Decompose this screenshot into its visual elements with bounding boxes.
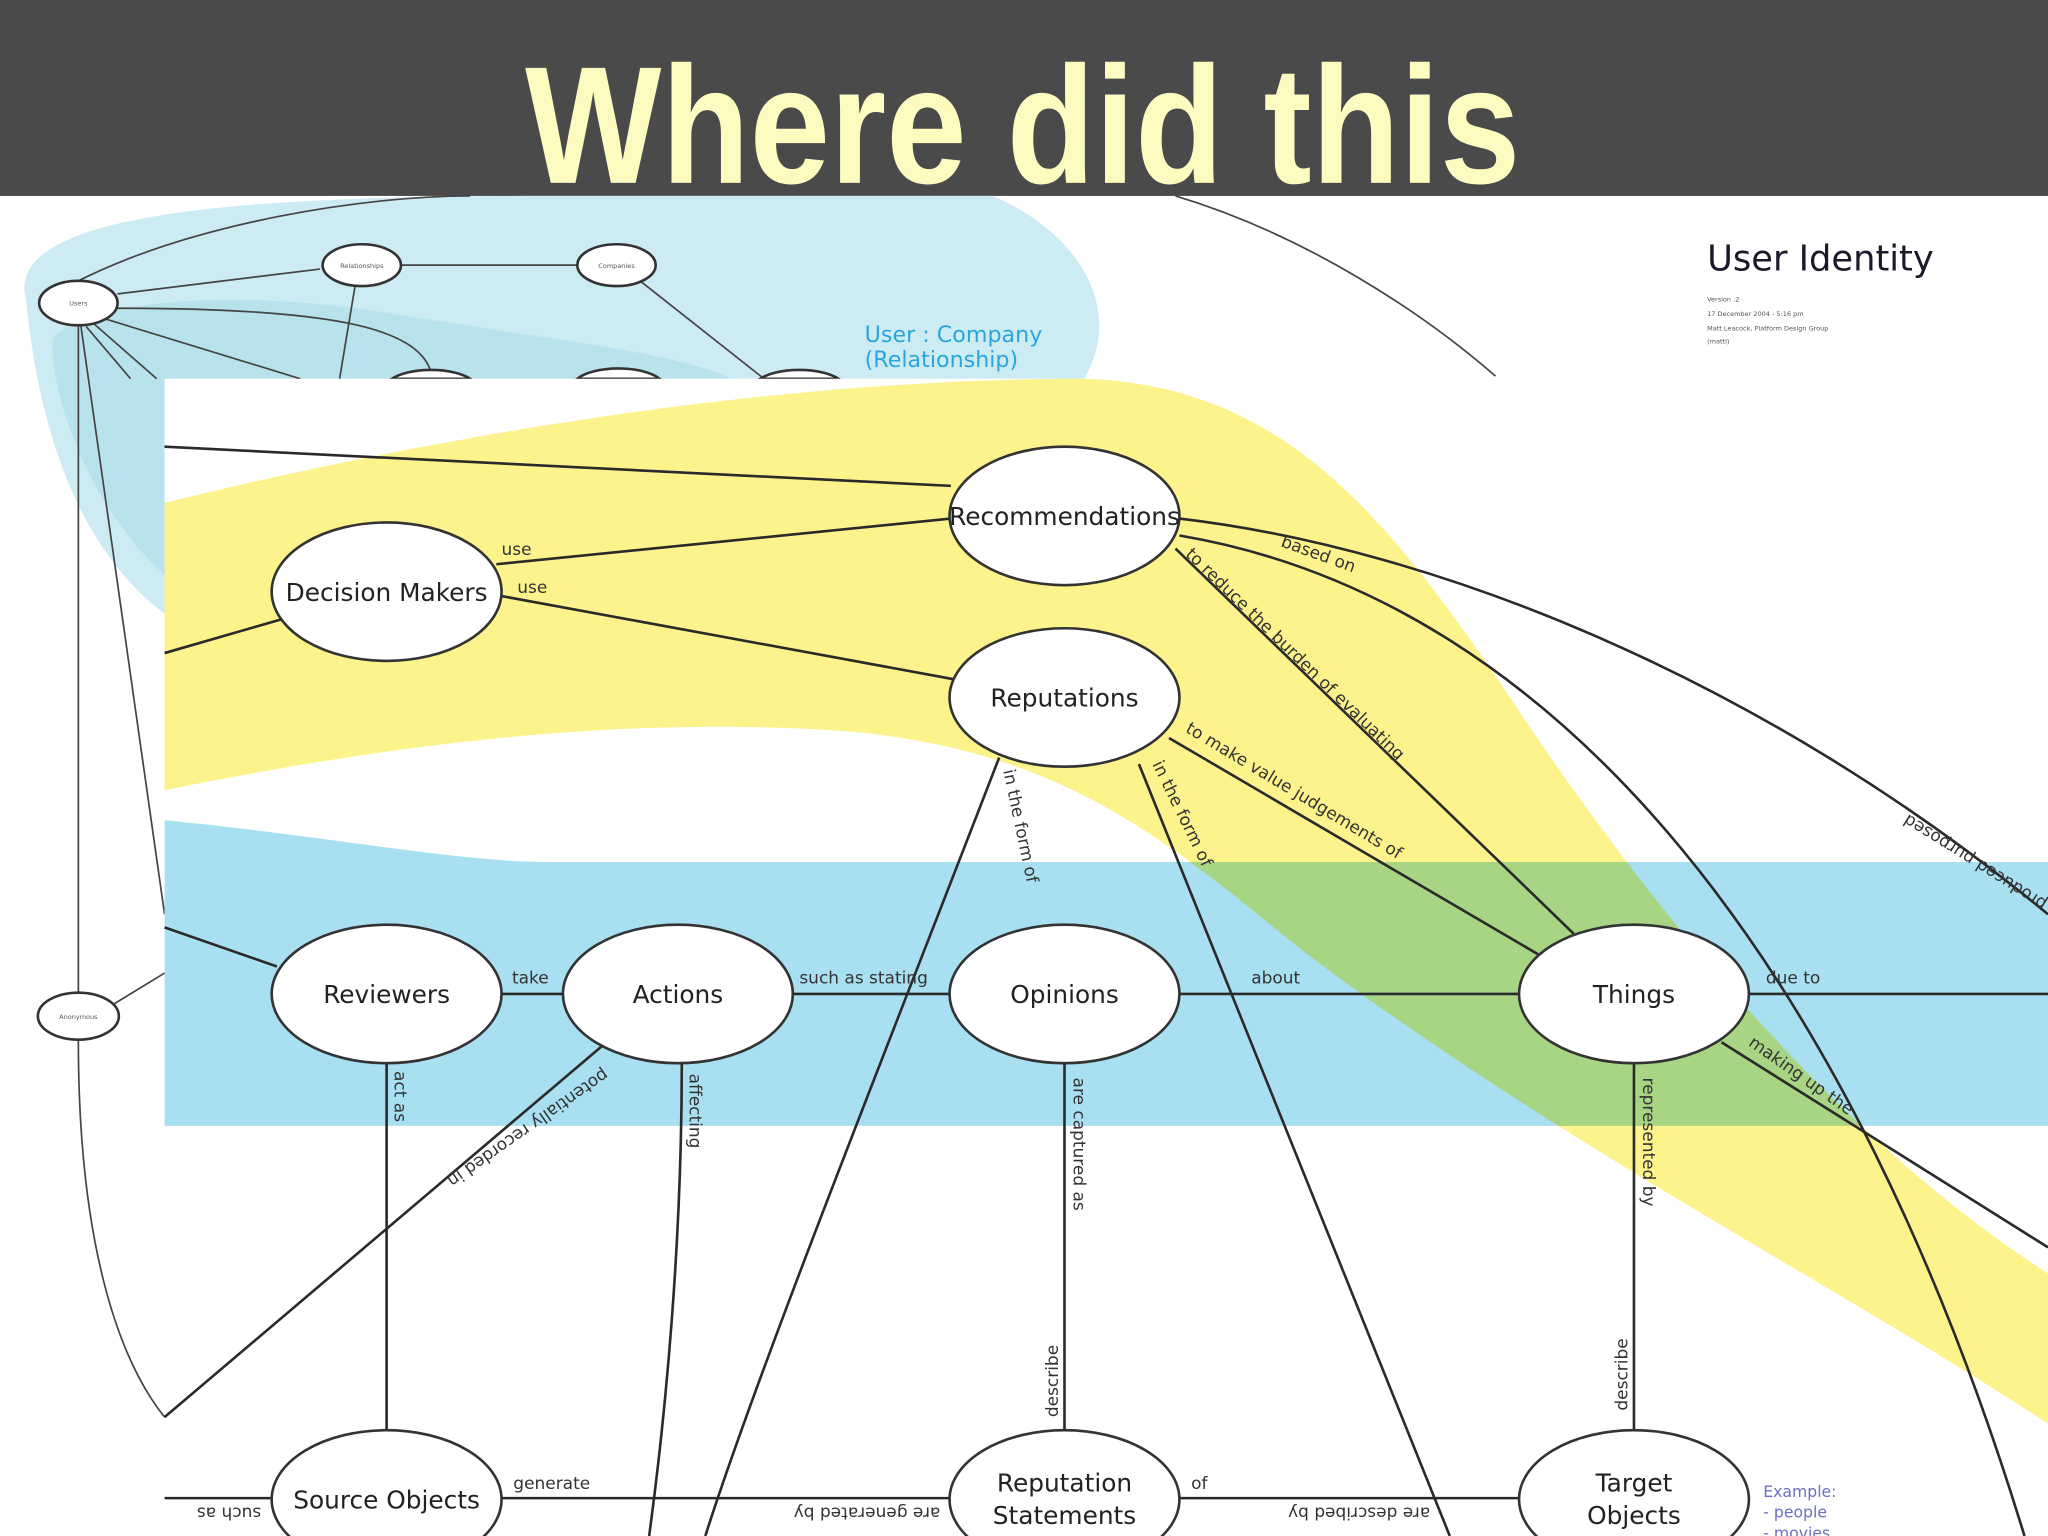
node-label: Objects (1587, 1501, 1681, 1530)
edge-label: use (517, 578, 547, 598)
doc-handle: (mattl) (1707, 338, 1729, 346)
node-label: Recommendations (949, 502, 1180, 531)
bg-node-users (37, 279, 119, 327)
edge-label: use (502, 540, 532, 560)
slide-header (0, 0, 2048, 196)
node-label: Opinions (1010, 980, 1119, 1009)
node-reviewers: Reviewers (270, 923, 503, 1065)
edge-label: generate (513, 1474, 590, 1494)
bg-node-anonymous (36, 991, 121, 1041)
reputation-diagram: Decision Makers Recommendations Reputati… (163, 378, 2048, 1536)
example-note-item: - movies (1763, 1524, 1830, 1536)
yellow-band (164, 378, 2048, 1424)
bg-node-companies-label: Companies (598, 262, 635, 270)
edge-label: describe (1043, 1345, 1063, 1417)
example-note-title: Example: (1763, 1482, 1836, 1501)
node-decision-makers: Decision Makers (270, 521, 503, 663)
edge-label: of (1191, 1474, 1208, 1494)
region-label-user-company: User : Company (865, 322, 1043, 348)
edge-label: due to (1766, 969, 1820, 989)
node-label: Source Objects (293, 1486, 480, 1515)
node-recommendations: Recommendations (948, 445, 1181, 587)
node-label: Statements (993, 1501, 1136, 1530)
edge-label: are captured as (1069, 1078, 1089, 1211)
slide-title: Where did this (525, 33, 1520, 219)
edge-label: about (1251, 969, 1300, 989)
bg-node-users-label: Users (69, 300, 88, 308)
node-label: Reputation (997, 1469, 1132, 1498)
edge-label: affecting (685, 1074, 705, 1149)
edge-label: act as (389, 1071, 409, 1122)
node-label: Reputations (990, 684, 1138, 713)
bg-node-relationships (321, 242, 403, 288)
doc-version: Version .2 (1707, 296, 1739, 304)
edge-label: represented by (1638, 1078, 1658, 1207)
node-reputations: Reputations (948, 626, 1181, 768)
node-label: Actions (633, 980, 724, 1009)
edge-label: describe (1612, 1338, 1632, 1410)
node-opinions: Opinions (948, 923, 1181, 1065)
edge-label: take (512, 969, 549, 989)
bg-node-companies (576, 242, 657, 288)
bg-node-anonymous-label: Anonymous (59, 1013, 98, 1021)
node-label: Decision Makers (286, 578, 488, 607)
doc-author: Matt Leacock, Platform Design Group (1707, 324, 1828, 332)
node-label: Target (1595, 1469, 1673, 1498)
region-label-relationship: (Relationship) (865, 347, 1019, 373)
edge-label: are generated by (794, 1502, 941, 1522)
edge-label: such as (197, 1502, 261, 1522)
doc-title: User Identity (1707, 238, 1934, 279)
node-source-objects: Source Objects (270, 1428, 503, 1536)
doc-date: 17 December 2004 - 5:16 pm (1707, 310, 1803, 318)
node-things: Things (1517, 923, 1751, 1065)
bg-node-relationships-label: Relationships (340, 262, 384, 270)
node-label: Reviewers (323, 980, 450, 1009)
example-note-item: - people (1763, 1503, 1827, 1522)
edge-label: are described by (1288, 1502, 1430, 1522)
node-label: Things (1592, 980, 1675, 1009)
node-actions: Actions (561, 923, 795, 1065)
edge-label: such as stating (799, 969, 928, 989)
